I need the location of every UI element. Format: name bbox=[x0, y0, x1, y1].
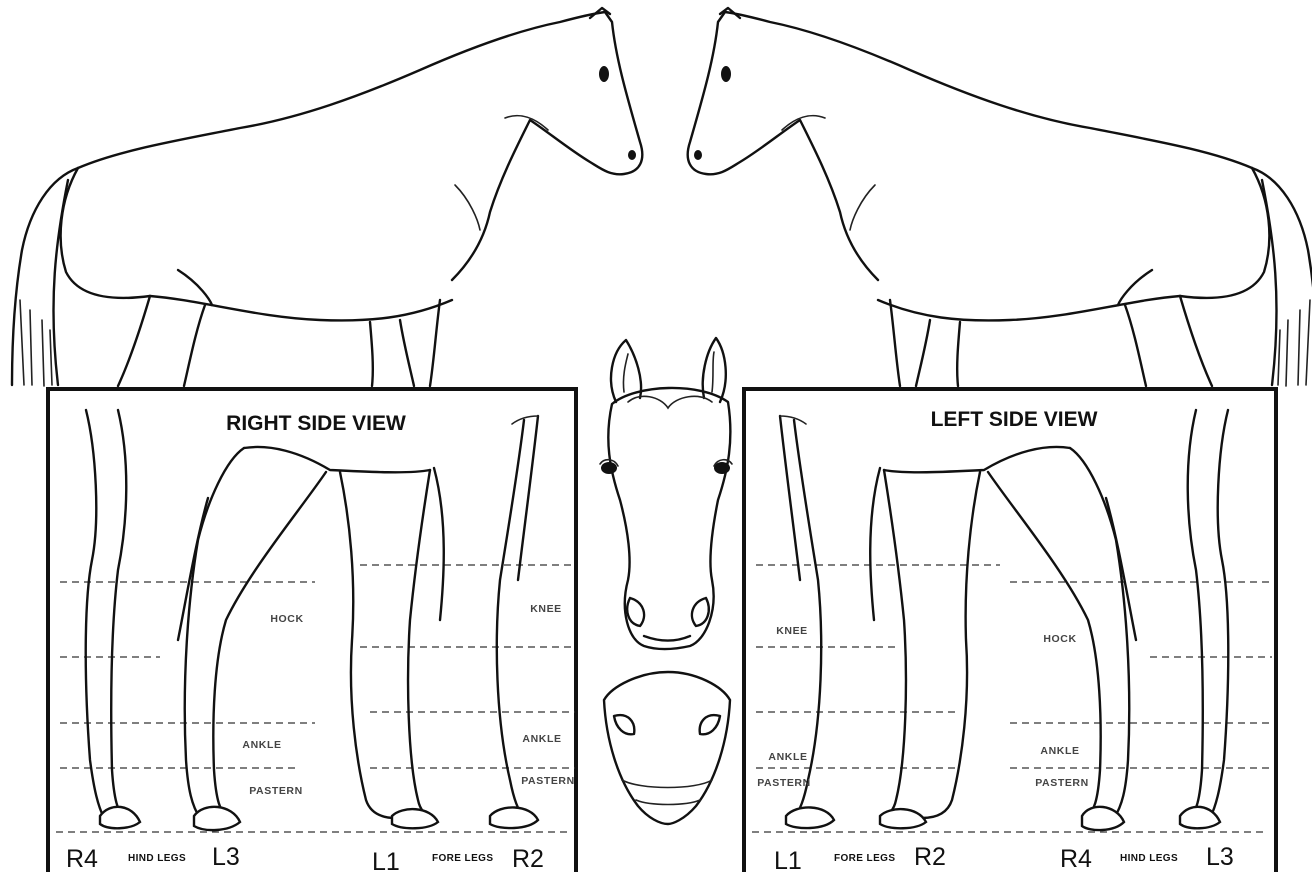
right-panel-title: RIGHT SIDE VIEW bbox=[226, 412, 406, 435]
leg-label-r4-left: R4 bbox=[1060, 845, 1092, 872]
leg-label-r2: R2 bbox=[512, 845, 544, 872]
pastern-fore-label-left: PASTERN bbox=[757, 777, 811, 789]
knee-label-left: KNEE bbox=[776, 625, 808, 637]
knee-label: KNEE bbox=[530, 603, 562, 615]
pastern-hind-label: PASTERN bbox=[249, 785, 303, 797]
leg-label-r4: R4 bbox=[66, 845, 98, 872]
leg-label-r2-left: R2 bbox=[914, 843, 946, 871]
hock-label: HOCK bbox=[270, 613, 303, 625]
right-side-view-panel: RIGHT SIDE VIEW HOCK KNEE ANK bbox=[48, 389, 576, 872]
leg-label-l1: L1 bbox=[372, 848, 400, 872]
horse-muzzle-front-view bbox=[604, 672, 730, 824]
leg-label-l1-left: L1 bbox=[774, 847, 802, 872]
horse-right-facing bbox=[12, 8, 642, 386]
ankle-fore-label: ANKLE bbox=[522, 733, 561, 745]
horse-head-front-view bbox=[600, 338, 732, 649]
pastern-hind-label-left: PASTERN bbox=[1035, 777, 1089, 789]
left-side-view-panel: LEFT SIDE VIEW KNEE HOCK ANKL bbox=[744, 389, 1276, 872]
left-panel-title: LEFT SIDE VIEW bbox=[931, 408, 1098, 431]
hock-label-left: HOCK bbox=[1043, 633, 1076, 645]
ankle-hind-label: ANKLE bbox=[242, 739, 281, 751]
hind-legs-label-left: HIND LEGS bbox=[1120, 853, 1178, 864]
hind-legs-label: HIND LEGS bbox=[128, 853, 186, 864]
fore-legs-label-left: FORE LEGS bbox=[834, 853, 895, 864]
ankle-fore-label-left: ANKLE bbox=[768, 751, 807, 763]
horse-left-facing bbox=[688, 8, 1312, 386]
leg-label-l3-left: L3 bbox=[1206, 843, 1234, 871]
leg-label-l3: L3 bbox=[212, 843, 240, 871]
fore-legs-label: FORE LEGS bbox=[432, 853, 493, 864]
pastern-fore-label: PASTERN bbox=[521, 775, 575, 787]
ankle-hind-label-left: ANKLE bbox=[1040, 745, 1079, 757]
